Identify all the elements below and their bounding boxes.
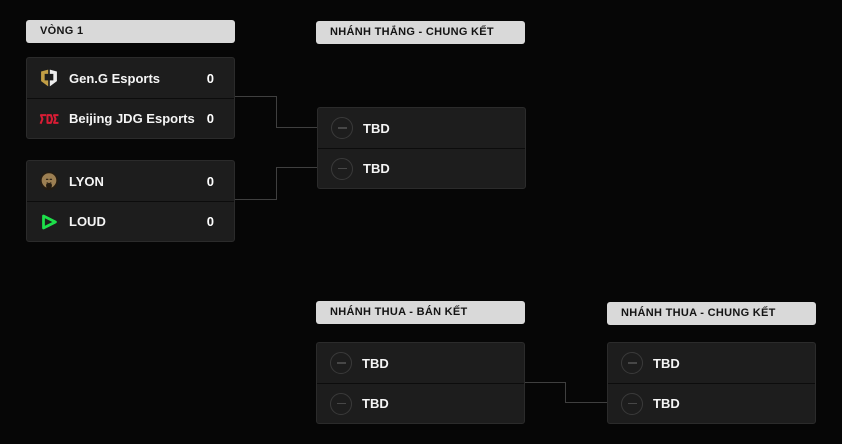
connector-line: [525, 382, 566, 383]
round1-header: VÒNG 1: [26, 20, 235, 43]
loud-logo-icon: [38, 211, 60, 233]
team-row-tbd[interactable]: TBD: [317, 383, 524, 423]
connector-line: [235, 96, 276, 97]
team-name: TBD: [653, 355, 680, 371]
team-name: LOUD: [69, 214, 106, 229]
match-round1-1: Gen.G Esports 0 Beijing JDG Esports 0: [26, 57, 235, 139]
connector-line: [565, 382, 566, 403]
match-losers-semifinal: TBD TBD: [316, 342, 525, 424]
connector-line: [235, 199, 276, 200]
connector-line: [276, 167, 277, 200]
team-row-tbd[interactable]: TBD: [317, 343, 524, 383]
match-losers-final: TBD TBD: [607, 342, 816, 424]
team-name: Gen.G Esports: [69, 70, 161, 86]
winners-final-header: NHÁNH THẮNG - CHUNG KẾT: [316, 21, 525, 44]
lyon-logo-icon: [38, 170, 60, 192]
team-score: 0: [206, 70, 214, 86]
connector-line: [276, 127, 317, 128]
team-name: LYON: [69, 173, 104, 189]
team-row-tbd[interactable]: TBD: [608, 343, 815, 383]
jdg-logo-icon: [38, 108, 60, 130]
connector-line: [276, 96, 277, 128]
team-name: TBD: [362, 355, 389, 371]
team-row-tbd[interactable]: TBD: [318, 108, 525, 148]
team-row-tbd[interactable]: TBD: [608, 383, 815, 423]
geng-logo-icon: [38, 67, 60, 89]
connector-line: [565, 402, 607, 403]
losers-semifinal-header: NHÁNH THUA - BÁN KẾT: [316, 301, 525, 324]
team-score: 0: [206, 173, 214, 189]
tbd-placeholder-icon: [330, 392, 352, 415]
connector-line: [276, 167, 317, 168]
tbd-placeholder-icon: [331, 157, 353, 180]
team-score: 0: [206, 214, 214, 229]
match-round1-2: LYON 0 LOUD 0: [26, 160, 235, 242]
team-name: Beijing JDG Esports: [69, 111, 195, 126]
team-row-tbd[interactable]: TBD: [318, 148, 525, 188]
team-name: TBD: [653, 396, 680, 411]
team-name: TBD: [363, 120, 390, 136]
tbd-placeholder-icon: [621, 392, 643, 415]
losers-final-header: NHÁNH THUA - CHUNG KẾT: [607, 302, 816, 325]
team-name: TBD: [363, 161, 390, 176]
tbd-placeholder-icon: [330, 352, 352, 374]
team-name: TBD: [362, 396, 389, 411]
team-row-jdg[interactable]: Beijing JDG Esports 0: [27, 98, 234, 138]
team-score: 0: [206, 111, 214, 126]
match-winners-final: TBD TBD: [317, 107, 526, 189]
team-row-loud[interactable]: LOUD 0: [27, 201, 234, 241]
team-row-geng[interactable]: Gen.G Esports 0: [27, 58, 234, 98]
team-row-lyon[interactable]: LYON 0: [27, 161, 234, 201]
tbd-placeholder-icon: [621, 352, 643, 374]
tbd-placeholder-icon: [331, 117, 353, 139]
